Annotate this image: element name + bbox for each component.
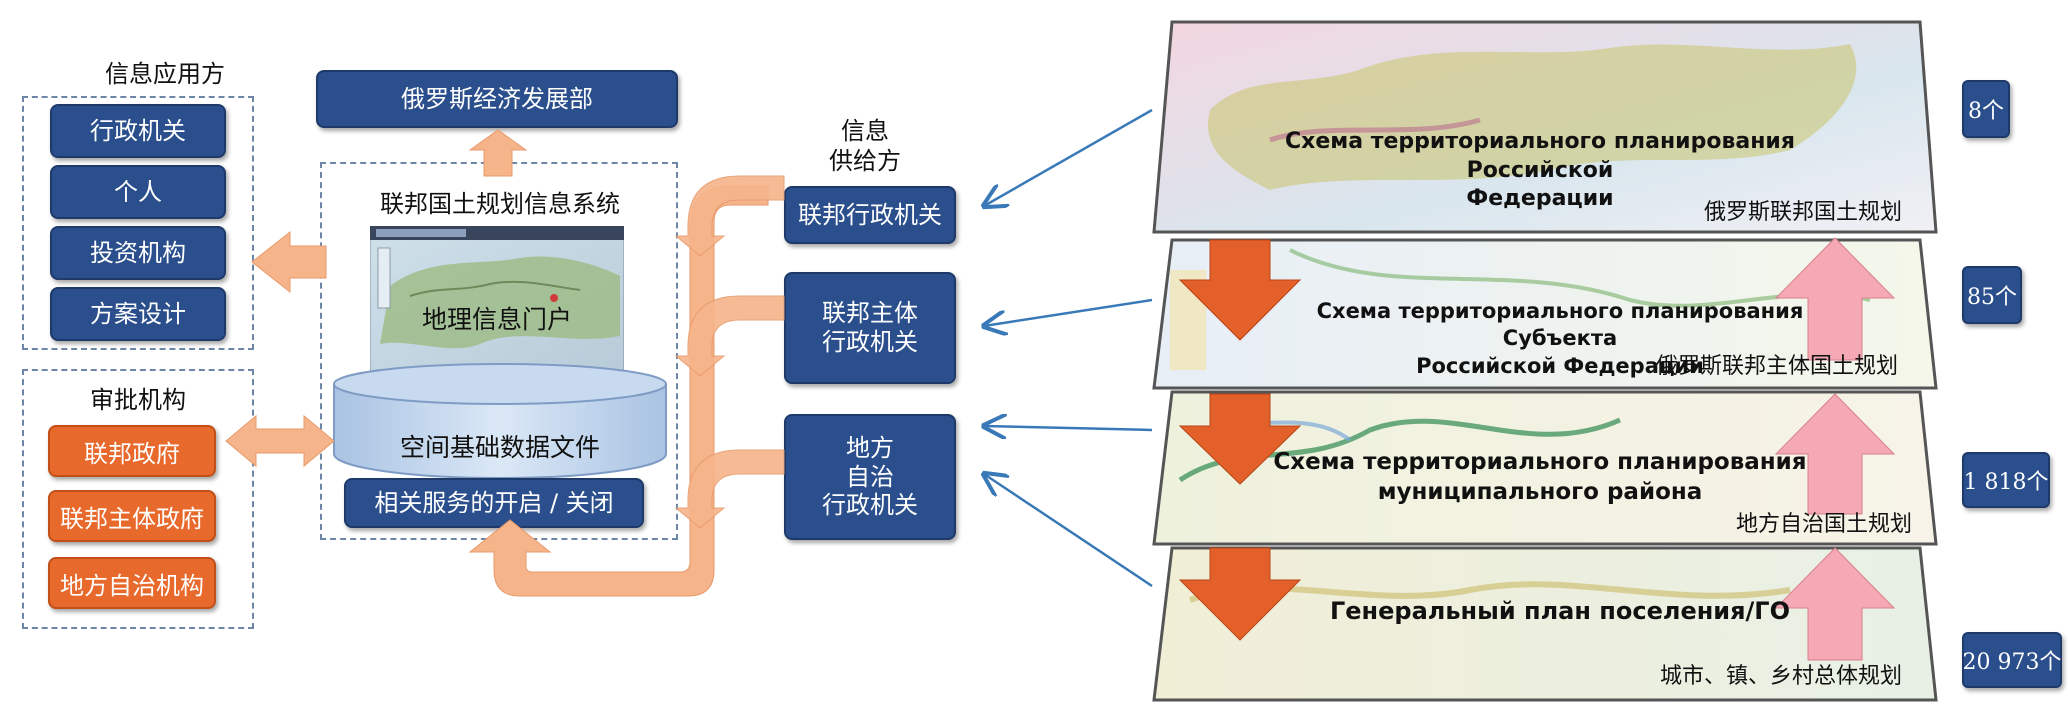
approval-item-federal: 联邦政府 — [48, 425, 216, 477]
supply-branch-2 — [674, 295, 785, 377]
supply-item-local: 地方 自治 行政机关 — [784, 414, 956, 540]
approval-group — [22, 369, 254, 629]
app-side-group — [22, 96, 254, 350]
app-side-item-investor: 投资机构 — [50, 226, 226, 280]
approval-item-subject: 联邦主体政府 — [48, 490, 216, 542]
layer-2-title: Схема территориального планирования Субъ… — [1316, 299, 1804, 378]
layer-4-panel — [1152, 546, 1938, 702]
supply-item-federal: 联邦行政机关 — [784, 186, 956, 244]
up-arrow-2 — [1774, 393, 1896, 515]
portal-map-image — [370, 226, 624, 378]
link-arrow-4 — [984, 474, 1153, 588]
layer-3-title: Схема территориального планирования муни… — [1273, 449, 1807, 505]
app-side-item-design: 方案设计 — [50, 287, 226, 341]
supply-branch-1 — [674, 175, 785, 257]
layer-4-label: 城市、镇、乡村总体规划 — [1660, 664, 1903, 689]
to-app-side-arrow — [251, 230, 327, 294]
app-side-item-admin: 行政机关 — [50, 104, 226, 158]
layer-1-title: Схема территориального планирования Росс… — [1285, 129, 1795, 212]
layer-3-panel — [1152, 390, 1938, 546]
approval-item-local: 地方自治机构 — [48, 557, 216, 609]
up-arrow-1 — [1774, 237, 1896, 361]
link-arrow-3 — [984, 426, 1153, 430]
layer-2-panel — [1152, 238, 1938, 390]
supply-branch-3 — [674, 449, 785, 529]
system-title: 联邦国土规划信息系统 — [380, 190, 620, 218]
layer-3-count: 1 818个 — [1962, 452, 2050, 508]
link-arrow-2 — [984, 298, 1153, 326]
ministry-box: 俄罗斯经济发展部 — [316, 70, 678, 128]
app-side-item-individual: 个人 — [50, 165, 226, 219]
app-side-title: 信息应用方 — [105, 60, 225, 88]
portal-label: 地理信息门户 — [421, 305, 572, 334]
layer-2-count: 85个 — [1962, 266, 2022, 324]
layer-3-label: 地方自治国土规划 — [1736, 512, 1913, 537]
layer-1-label: 俄罗斯联邦国土规划 — [1704, 200, 1903, 225]
supply-title: 信息 供给方 — [829, 117, 901, 175]
supply-return-arrow — [468, 185, 769, 597]
database-label: 空间基础数据文件 — [399, 433, 600, 462]
down-arrow-3 — [1178, 547, 1302, 641]
service-toggle-box: 相关服务的开启 / 关闭 — [344, 478, 644, 528]
up-arrow-3 — [1774, 547, 1896, 661]
down-arrow-2 — [1178, 393, 1302, 485]
layers-graphic — [1152, 20, 1938, 702]
layer-4-title: Генеральный план поселения/ГО — [1329, 597, 1790, 625]
database-cylinder — [333, 363, 667, 479]
approval-title: 审批机构 — [90, 386, 186, 414]
supply-item-subject: 联邦主体 行政机关 — [784, 272, 956, 384]
layer-1-count: 8个 — [1962, 80, 2010, 138]
link-arrow-1 — [984, 108, 1153, 206]
approval-double-arrow — [225, 414, 335, 468]
layer-2-label: 俄罗斯联邦主体国土规划 — [1656, 354, 1899, 379]
layer-4-count: 20 973个 — [1962, 632, 2062, 688]
ministry-up-arrow — [468, 129, 528, 177]
down-arrow-1 — [1178, 239, 1302, 341]
